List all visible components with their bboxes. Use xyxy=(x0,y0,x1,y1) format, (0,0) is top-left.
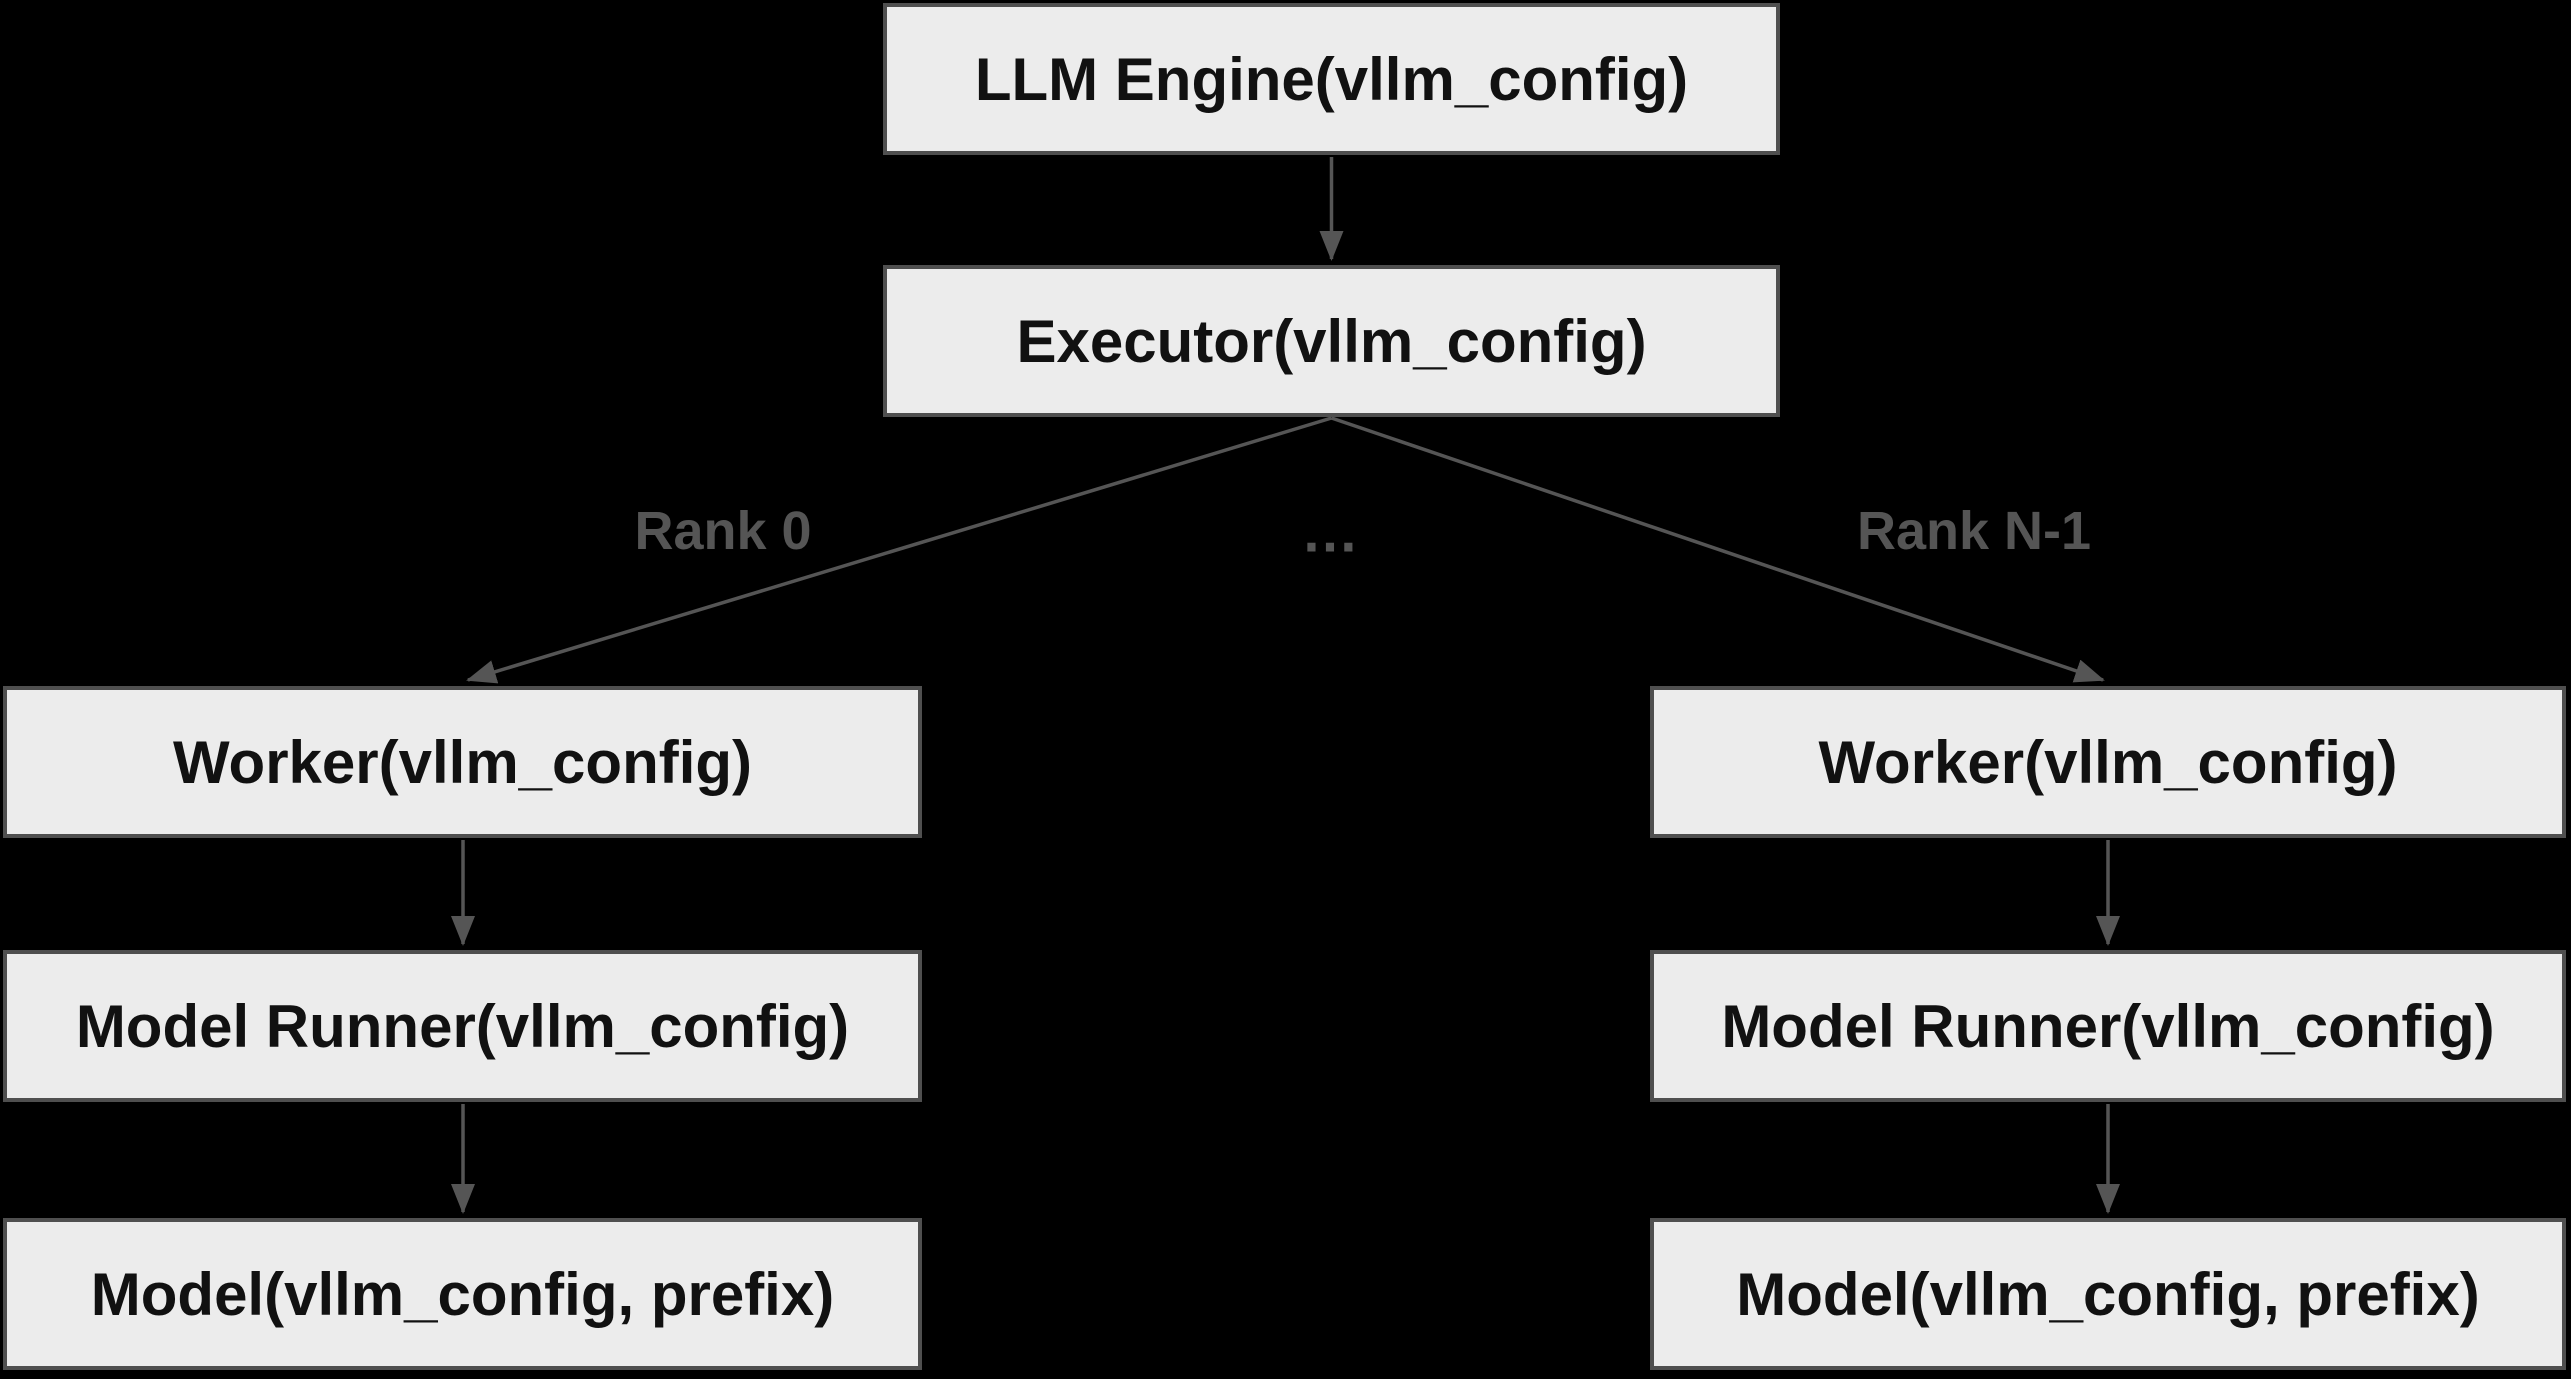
node-model-runner-rankn: Model Runner(vllm_config) xyxy=(1650,950,2566,1102)
node-worker-rank0-label: Worker(vllm_config) xyxy=(173,728,752,796)
edge-label-rank-n-1: Rank N-1 xyxy=(1856,501,2092,561)
node-worker-rankn: Worker(vllm_config) xyxy=(1650,686,2566,838)
node-executor: Executor(vllm_config) xyxy=(883,265,1780,417)
node-model-runner-rankn-label: Model Runner(vllm_config) xyxy=(1721,992,2495,1060)
node-executor-label: Executor(vllm_config) xyxy=(1016,307,1647,375)
edge-label-rank-0: Rank 0 xyxy=(634,501,812,561)
node-llm-engine-label: LLM Engine(vllm_config) xyxy=(974,45,1689,113)
edge-executor-to-worker-rank0 xyxy=(466,416,1333,684)
node-model-rank0-label: Model(vllm_config, prefix) xyxy=(90,1260,835,1328)
node-worker-rankn-label: Worker(vllm_config) xyxy=(1818,728,2398,796)
node-llm-engine: LLM Engine(vllm_config) xyxy=(883,3,1780,155)
node-model-rankn: Model(vllm_config, prefix) xyxy=(1650,1218,2566,1370)
node-model-rank0: Model(vllm_config, prefix) xyxy=(3,1218,922,1370)
node-model-runner-rank0-label: Model Runner(vllm_config) xyxy=(75,992,850,1060)
node-model-runner-rank0: Model Runner(vllm_config) xyxy=(3,950,922,1102)
edge-executor-to-worker-rankn xyxy=(1330,416,2105,683)
node-worker-rank0: Worker(vllm_config) xyxy=(3,686,922,838)
node-model-rankn-label: Model(vllm_config, prefix) xyxy=(1736,1260,2480,1328)
edge-label-ellipsis: … xyxy=(1301,499,1361,565)
